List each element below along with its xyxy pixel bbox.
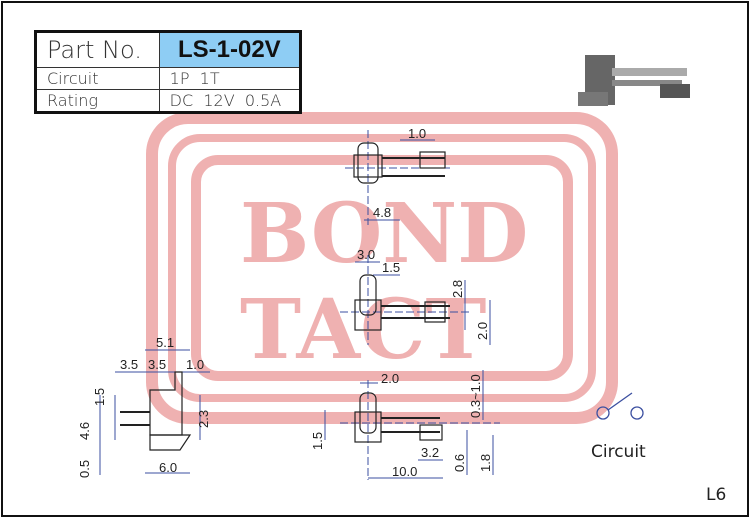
switch-outlines	[120, 142, 450, 451]
dim-label: 6.0	[159, 460, 177, 475]
dim-label: 1.0	[408, 126, 426, 141]
dim-label: 1.5	[92, 388, 107, 406]
page-code: L6	[706, 485, 726, 505]
dim-label: 2.0	[475, 322, 490, 340]
switch-3d-image	[578, 55, 690, 106]
circuit-label: Circuit	[591, 442, 646, 462]
circuit-value: 1P 1T	[158, 67, 302, 90]
rating-label: Rating	[35, 89, 160, 113]
circuit-symbol	[596, 392, 644, 420]
dim-label: 2.8	[450, 280, 465, 298]
dim-label: 5.1	[156, 335, 174, 350]
dim-label: 4.8	[373, 205, 391, 220]
dim-label: 0.5	[77, 460, 92, 478]
dim-label: 1.8	[478, 454, 493, 472]
dim-label: 1.0	[186, 357, 204, 372]
dim-label: 3.2	[421, 445, 439, 460]
dim-label: 0.3~1.0	[468, 374, 483, 418]
rating-value: DC 12V 0.5A	[158, 89, 302, 113]
spec-table: Part No. LS-1-02V Circuit 1P 1T Rating D…	[34, 30, 302, 114]
dim-label: 1.5	[382, 260, 400, 275]
dim-label: 3.5	[148, 357, 166, 372]
part-no-label: Part No.	[35, 31, 160, 68]
dim-label: 2.3	[196, 410, 211, 428]
watermark-line1: BOND	[240, 186, 528, 282]
dim-label: 0.6	[452, 454, 467, 472]
dim-label: 1.5	[310, 432, 325, 450]
dim-label: 3.5	[120, 357, 138, 372]
part-no-value: LS-1-02V	[158, 31, 302, 68]
dim-label: 3.0	[357, 247, 375, 262]
dim-label: 4.6	[77, 422, 92, 440]
dim-label: 2.0	[381, 371, 399, 386]
dim-label: 10.0	[392, 464, 417, 479]
